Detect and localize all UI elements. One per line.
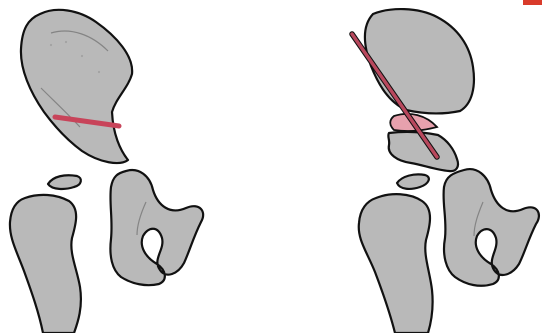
right-distal-bone-before xyxy=(110,170,203,285)
bone-texture-dot xyxy=(65,41,67,43)
small-bone-fragment-after xyxy=(397,174,429,189)
after-panel xyxy=(352,9,539,333)
small-bone-fragment-before xyxy=(48,175,81,189)
corner-color-mark xyxy=(523,0,542,5)
proximal-bone-fragment-after xyxy=(365,9,474,113)
bone-texture-dot xyxy=(98,71,100,73)
bone-texture-dot xyxy=(50,44,52,46)
bone-texture-dot xyxy=(81,55,83,57)
left-distal-bone-before xyxy=(10,195,81,333)
before-panel xyxy=(10,10,203,333)
right-distal-bone-after xyxy=(444,169,539,286)
left-distal-bone-after xyxy=(359,194,433,333)
